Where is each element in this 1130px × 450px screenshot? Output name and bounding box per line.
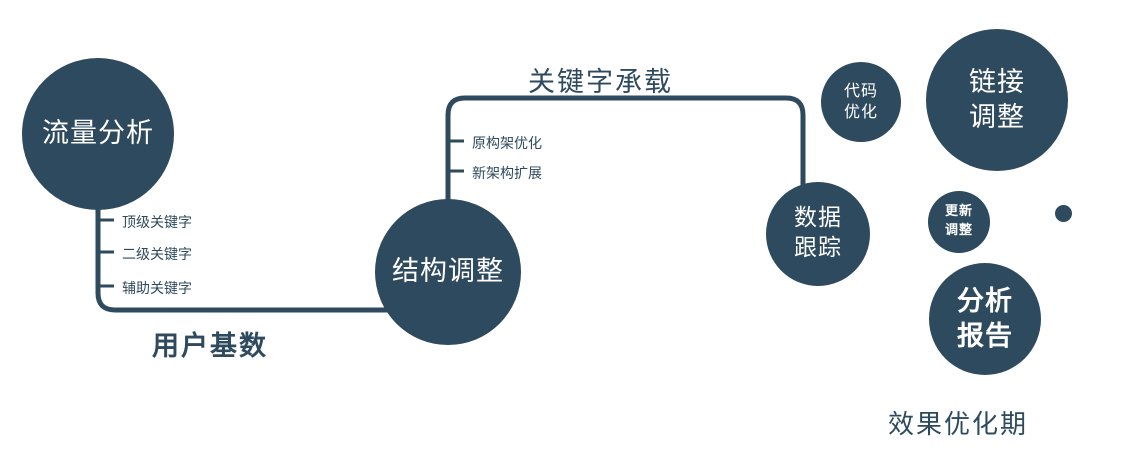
node-label: 流量分析: [42, 118, 154, 150]
node-label-line2: 调整: [969, 102, 1025, 133]
node-link-adjust: 链接 调整: [926, 29, 1068, 171]
branch-label-new-architecture: 新架构扩展: [472, 166, 542, 182]
node-label-line2: 报告: [957, 321, 1013, 352]
bullet-dot: [1055, 205, 1072, 222]
node-label-line1: 数据: [794, 205, 842, 232]
node-label-line2: 跟踪: [794, 235, 842, 261]
node-label-line2: 调整: [944, 223, 973, 238]
node-data-tracking: 数据 跟踪: [766, 182, 870, 286]
branch-label-secondary-keyword: 二级关键字: [122, 247, 192, 263]
caption-effect-optimization-period: 效果优化期: [888, 410, 1029, 440]
edge-label-keyword-carry: 关键字承载: [528, 67, 673, 98]
node-structure-adjust: 结构调整: [375, 199, 521, 345]
node-label: 结构调整: [392, 256, 504, 288]
node-code-optimize: 代码 优化: [821, 62, 901, 142]
node-traffic-analysis: 流量分析: [22, 58, 174, 210]
branch-label-auxiliary-keyword: 辅助关键字: [122, 281, 192, 297]
edge-label-user-base: 用户基数: [152, 331, 268, 362]
node-label-line1: 链接: [969, 66, 1025, 98]
branch-label-original-architecture: 原构架优化: [472, 136, 542, 152]
node-label-line2: 优化: [843, 102, 878, 121]
node-label-line1: 代码: [843, 81, 878, 101]
node-update-adjust: 更新 调整: [928, 191, 990, 253]
edge-traffic-to-structure: [95, 200, 440, 313]
edge-structure-to-tracking: [445, 95, 806, 212]
node-analysis-report: 分析 报告: [929, 263, 1041, 375]
node-label-line1: 更新: [944, 204, 973, 220]
node-label-line1: 分析: [957, 285, 1013, 317]
branch-label-top-keyword: 顶级关键字: [122, 215, 192, 231]
